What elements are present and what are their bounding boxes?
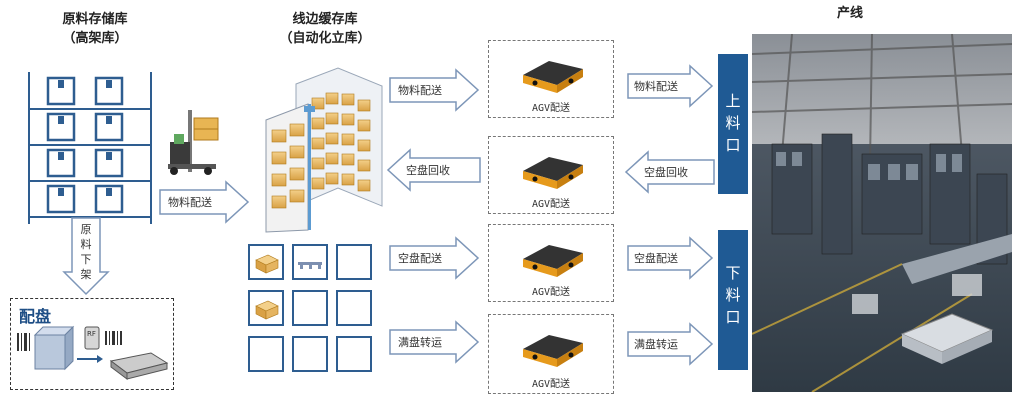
forklift-illustration: [168, 110, 219, 175]
pairing-area: 配盘 RF: [10, 298, 174, 390]
grid-cell-loaded: [248, 244, 284, 280]
shelf-boxes: [46, 76, 124, 214]
shelf-post-right: [150, 72, 152, 224]
shelf-post-left: [28, 72, 30, 224]
right-full-transfer-label: 满盘转运: [634, 338, 678, 351]
right-material-delivery-label: 物料配送: [634, 80, 678, 93]
box-icon: [255, 300, 279, 320]
upper-feed-port: 上 料 口: [718, 54, 748, 194]
shelf-beam: [28, 108, 152, 110]
grid-cell-empty: [336, 336, 372, 372]
buffer-store-title-sub: （自动化立库）: [279, 31, 371, 46]
agv-label: AGV配送: [531, 287, 571, 298]
arrow-right-empty-recovery: 空盘回收: [624, 150, 715, 194]
agv-label: AGV配送: [531, 379, 571, 390]
pallet-icon: [298, 262, 322, 269]
arrow-full-pallet-transfer: 满盘转运: [389, 320, 480, 364]
buffer-store-title: 线边缓存库 （自动化立库）: [255, 10, 395, 48]
pallet-icon: [109, 352, 169, 380]
agv-label: AGV配送: [531, 199, 571, 210]
agv-box-1: AGV配送: [488, 40, 614, 118]
grid-cell-empty-pallet: [292, 244, 328, 280]
shelf-beam: [28, 180, 152, 182]
arrow-right-full-transfer: 满盘转运: [627, 322, 714, 366]
line-side-grid: [248, 244, 378, 374]
agv-icon: [523, 335, 583, 367]
production-line-photo: [752, 34, 1012, 392]
grid-cell-empty: [292, 336, 328, 372]
arrow-raw-down-shelf: 原 料 下 架: [62, 217, 110, 296]
agv-box-3: AGV配送: [488, 224, 614, 302]
arrow-empty-pallet-recovery: 空盘回收: [386, 148, 481, 192]
box-icon: [255, 254, 279, 274]
raw-down-shelf-label: 原 料 下 架: [80, 223, 92, 281]
lower-feed-port: 下 料 口: [718, 230, 748, 370]
arrow-empty-pallet-delivery: 空盘配送: [389, 236, 480, 280]
shelf-beam: [28, 144, 152, 146]
grid-cell-empty: [336, 290, 372, 326]
grid-cell-empty: [292, 290, 328, 326]
pairing-illustration: RF: [17, 325, 169, 380]
grid-cell-empty: [336, 244, 372, 280]
arrow-top-material-delivery: 物料配送: [389, 68, 480, 112]
buffer-store-title-main: 线边缓存库: [292, 12, 358, 27]
agv-box-4: AGV配送: [488, 314, 614, 394]
pairing-title: 配盘: [19, 307, 52, 326]
carton-icon: [34, 334, 66, 370]
right-empty-recovery-label: 空盘回收: [644, 166, 688, 179]
agv-icon: [523, 245, 583, 277]
automated-warehouse-illustration: [265, 67, 383, 233]
raw-store-title-sub: （高架库）: [62, 31, 128, 46]
raw-store-title: 原料存储库 （高架库）: [30, 10, 160, 48]
raw-store-shelf: [0, 60, 180, 224]
raw-store-title-main: 原料存储库: [62, 12, 128, 27]
rf-label: RF: [87, 330, 96, 338]
agv-icon: [523, 61, 583, 93]
agv-label: AGV配送: [531, 103, 571, 114]
agv-icon: [523, 157, 583, 189]
box-icon: [94, 76, 124, 106]
grid-cell-empty: [248, 336, 284, 372]
empty-pallet-recovery-label: 空盘回收: [406, 164, 450, 177]
production-line-title: 产线: [836, 6, 863, 21]
rf-scanner-icon: [84, 326, 100, 350]
material-delivery-label: 物料配送: [168, 196, 212, 209]
grid-cell-loaded: [248, 290, 284, 326]
arrow-right-material-delivery: 物料配送: [627, 64, 714, 108]
arrow-material-delivery-main: 物料配送: [159, 180, 250, 224]
shelf-beam: [28, 216, 152, 218]
empty-pallet-delivery-label: 空盘配送: [398, 252, 442, 265]
arrow-right-empty-delivery: 空盘配送: [627, 236, 714, 280]
right-empty-delivery-label: 空盘配送: [634, 252, 678, 265]
top-material-delivery-label: 物料配送: [398, 84, 442, 97]
agv-box-2: AGV配送: [488, 136, 614, 214]
full-pallet-transfer-label: 满盘转运: [398, 336, 442, 349]
